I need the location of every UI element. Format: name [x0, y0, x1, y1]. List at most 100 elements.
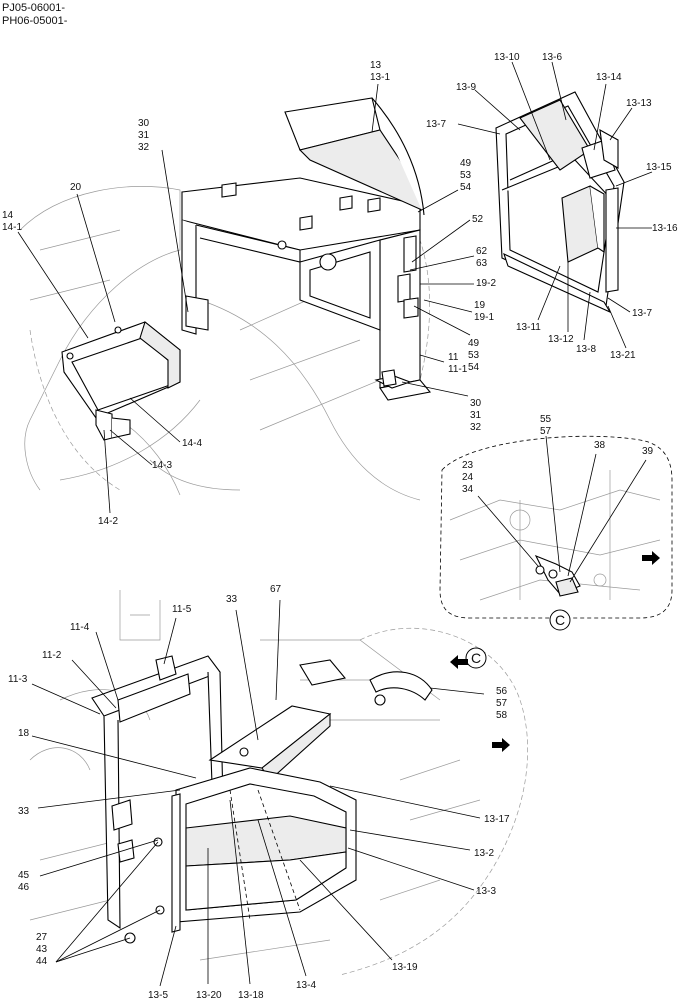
view-c-label: C: [555, 612, 565, 628]
upper-frame-assembly: [19, 97, 432, 501]
callout-line: 52: [472, 214, 484, 225]
callout-label: 13-2: [474, 848, 494, 859]
callout-label: 13-5: [148, 990, 168, 1000]
callout-label: 14-2: [98, 516, 118, 527]
callout-line: 13-6: [542, 52, 562, 63]
callout-label: 13-3: [476, 886, 496, 897]
callout-line: 55: [540, 414, 552, 425]
callout-line: 19-1: [474, 312, 494, 323]
callout-line: 20: [70, 182, 82, 193]
callout-line: 31: [470, 410, 482, 421]
callout-line: 13-4: [296, 980, 316, 991]
callout-line: 53: [468, 350, 480, 361]
callout-line: 11-5: [172, 604, 192, 615]
callout-label: 14-4: [182, 438, 202, 449]
callout-line: 58: [496, 710, 508, 721]
callout-line: 54: [468, 362, 480, 373]
callout-line: 31: [138, 130, 150, 141]
serial-number-1: PJ05-06001-: [2, 2, 65, 14]
callout-line: 57: [496, 698, 508, 709]
callout-line: 34: [462, 484, 474, 495]
callout-label: 13-8: [576, 344, 596, 355]
callout-label: 33: [226, 594, 238, 605]
callout-line: 49: [460, 158, 472, 169]
view-c-marker-main: C: [465, 647, 487, 669]
callout-label: 11-5: [172, 604, 192, 615]
callout-line: 24: [462, 472, 474, 483]
lower-duct-assembly: [29, 590, 529, 976]
callout-label: 11-4: [70, 622, 90, 633]
callout-line: 13-21: [610, 350, 636, 361]
callout-line: 30: [470, 398, 482, 409]
callout-line: 33: [226, 594, 238, 605]
callout-label: 13-9: [456, 82, 476, 93]
callout-line: 13-9: [456, 82, 476, 93]
callout-line: 13-12: [548, 334, 574, 345]
callout-line: 38: [594, 440, 606, 451]
callout-line: 13-2: [474, 848, 494, 859]
callout-label: 13-4: [296, 980, 316, 991]
callout-leaders: [17, 61, 653, 987]
callout-label: 18: [18, 728, 30, 739]
callout-line: 43: [36, 944, 48, 955]
callout-line: 49: [468, 338, 480, 349]
callout-label: 13-7: [426, 119, 446, 130]
detail-view-c: [439, 435, 673, 619]
callout-line: 32: [470, 422, 482, 433]
callout-label: 13-6: [542, 52, 562, 63]
callout-label: 13-16: [652, 223, 678, 234]
callout-line: 13-13: [626, 98, 652, 109]
callout-label: 13-21: [610, 350, 636, 361]
callout-line: 13-18: [238, 990, 264, 1000]
callout-line: 39: [642, 446, 654, 457]
callout-line: 13-14: [596, 72, 622, 83]
callout-label: 19-2: [476, 278, 496, 289]
callout-line: 56: [496, 686, 508, 697]
callout-line: 13-8: [576, 344, 596, 355]
callout-line: 19-2: [476, 278, 496, 289]
callout-label: 13-20: [196, 990, 222, 1000]
callout-label: 20: [70, 182, 82, 193]
callout-line: 13-19: [392, 962, 418, 973]
callout-line: 67: [270, 584, 282, 595]
callout-label: 11-3: [8, 674, 28, 685]
callout-line: 53: [460, 170, 472, 181]
callout-line: 11-2: [42, 650, 62, 661]
callout-line: 14-3: [152, 460, 172, 471]
callout-line: 46: [18, 882, 30, 893]
callout-line: 57: [540, 426, 552, 437]
callout-line: 13-17: [484, 814, 510, 825]
radiator-frame-exploded: [495, 91, 625, 314]
black-arrow-icon: [450, 655, 468, 669]
black-arrow-icon: [642, 551, 660, 565]
callout-line: 13-3: [476, 886, 496, 897]
callout-line: 32: [138, 142, 150, 153]
callout-label: 11-2: [42, 650, 62, 661]
callout-line: 18: [18, 728, 30, 739]
callout-line: 11-4: [70, 622, 90, 633]
callout-line: 13-10: [494, 52, 520, 63]
callout-line: 33: [18, 806, 30, 817]
callout-line: 11-1: [448, 364, 468, 375]
callout-line: 19: [474, 300, 486, 311]
callout-line: 45: [18, 870, 30, 881]
callout-label: 13-11: [516, 322, 541, 333]
callout-line: 44: [36, 956, 48, 967]
callout-label: 38: [594, 440, 606, 451]
callout-label: 13-15: [646, 162, 672, 173]
callout-label: 13-13: [626, 98, 652, 109]
serial-number-2: PH06-05001-: [2, 15, 68, 27]
callout-line: 11: [448, 352, 459, 363]
callout-line: 13-16: [652, 223, 678, 234]
